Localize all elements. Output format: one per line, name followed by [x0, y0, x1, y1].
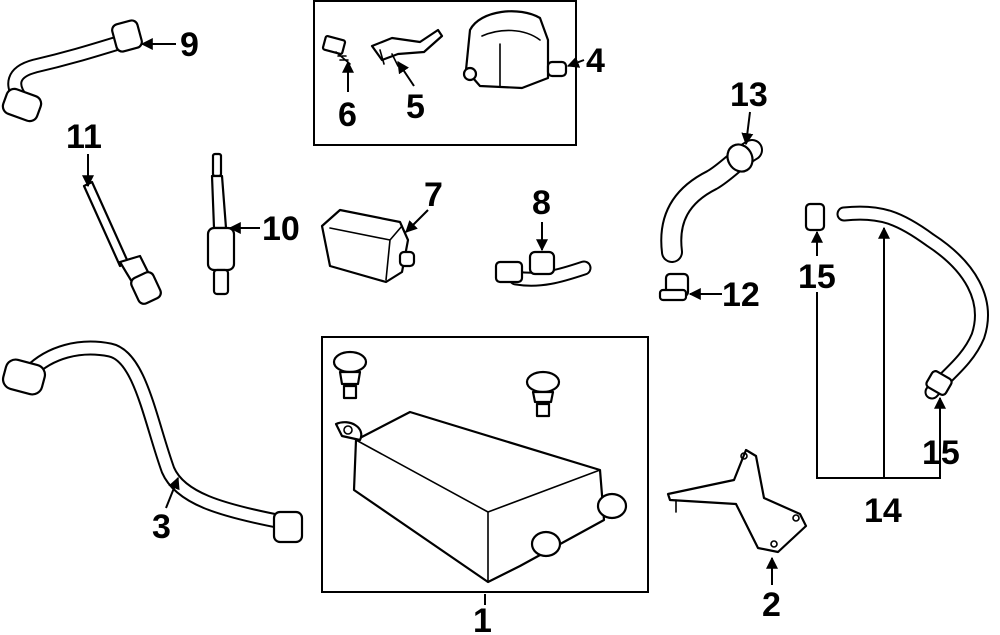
callout-8: 8 — [532, 184, 551, 222]
callout-2: 2 — [762, 586, 781, 624]
part-3-hose[interactable] — [1, 340, 304, 544]
leader-7 — [405, 209, 429, 233]
part-14-hose[interactable] — [836, 205, 989, 400]
callout-5: 5 — [406, 88, 425, 126]
callout-13: 13 — [730, 76, 768, 114]
callout-14: 14 — [864, 492, 902, 530]
part-13-hose[interactable] — [660, 139, 763, 263]
part-6-bolt[interactable] — [321, 34, 351, 65]
part-1-canister[interactable] — [332, 350, 628, 584]
callout-12: 12 — [722, 276, 760, 314]
callout-1: 1 — [473, 602, 492, 635]
leader-4 — [566, 56, 585, 68]
part-15-clamp-right[interactable] — [925, 370, 953, 397]
callout-15-left: 15 — [798, 258, 836, 296]
callout-11: 11 — [66, 118, 102, 156]
leader-3 — [165, 476, 180, 509]
group-box-canister — [321, 336, 649, 593]
leader-5 — [397, 61, 415, 87]
callout-4: 4 — [586, 42, 605, 80]
part-8-hose[interactable] — [494, 250, 592, 287]
part-4-valve[interactable] — [462, 10, 568, 90]
part-2-bracket[interactable] — [666, 448, 808, 554]
callout-10: 10 — [262, 210, 300, 248]
part-5-bracket[interactable] — [370, 28, 444, 67]
leader-13 — [741, 111, 754, 146]
part-9-hose[interactable] — [1, 19, 144, 123]
callout-7: 7 — [424, 176, 443, 214]
part-11-sensor[interactable] — [82, 180, 163, 306]
callout-3: 3 — [152, 508, 171, 546]
part-12-fitting[interactable] — [658, 272, 690, 302]
callout-6: 6 — [338, 96, 357, 134]
part-10-sensor[interactable] — [206, 152, 236, 296]
part-7-solenoid[interactable] — [320, 208, 416, 284]
callout-15-right: 15 — [922, 434, 960, 472]
group-box-top — [313, 0, 577, 146]
leader-15-14-bracket — [816, 292, 941, 479]
callout-9: 9 — [180, 26, 199, 64]
part-15-clamp-left[interactable] — [804, 202, 826, 232]
